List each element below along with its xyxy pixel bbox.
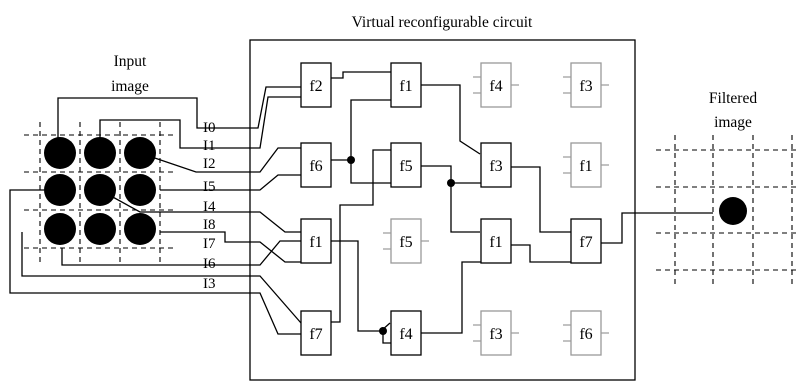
function-cell-r1-c4: f3	[563, 62, 609, 108]
input-pixel-r3-c2	[84, 213, 116, 245]
function-cell-r2-c4: f1	[563, 142, 609, 188]
function-label: f3	[579, 78, 592, 95]
function-cell-r2-c1: f6	[300, 142, 332, 188]
input-label-i5: I5	[203, 179, 216, 195]
input-pixel-r2-c2	[84, 174, 116, 206]
function-label: f1	[399, 78, 412, 95]
function-label: f7	[579, 234, 592, 251]
input-pixel-r2-c1	[44, 174, 76, 206]
function-label: f6	[309, 158, 322, 175]
input-pixel-r1-c3	[124, 137, 156, 169]
function-label: f4	[399, 326, 412, 343]
input-pixel-r1-c2	[84, 137, 116, 169]
function-label: f4	[489, 78, 502, 95]
junction-dots	[347, 156, 455, 335]
function-cell-r2-c3: f3	[480, 142, 512, 188]
function-cell-r2-c2: f5	[390, 142, 422, 188]
function-cell-r4-c3: f3	[473, 310, 519, 356]
input-label-i3: I3	[203, 276, 216, 292]
function-cell-r4-c1: f7	[300, 310, 332, 356]
input-pixel-r3-c3	[124, 213, 156, 245]
function-label: f2	[309, 78, 322, 95]
input-pixel-r2-c3	[124, 174, 156, 206]
function-label: f6	[579, 326, 592, 343]
input-label-i6: I6	[203, 256, 216, 272]
circuit-title: Virtual reconfigurable circuit	[352, 14, 533, 31]
input-label-i1: I1	[203, 138, 216, 154]
function-cell-r1-c3: f4	[473, 62, 519, 108]
function-label: f5	[399, 158, 412, 175]
function-cell-r1-c1: f2	[300, 62, 332, 108]
function-label: f1	[579, 158, 592, 175]
input-image-title-line1: Input	[114, 53, 147, 70]
function-label: f3	[489, 326, 502, 343]
function-cell-r3-c3: f1	[480, 218, 512, 264]
input-pixel-r3-c1	[44, 213, 76, 245]
function-label: f7	[309, 326, 322, 343]
circuit-boundary	[249, 39, 636, 381]
function-label: f3	[489, 158, 502, 175]
function-cell-r1-c2: f1	[390, 62, 422, 108]
function-cell-r3-c2: f5	[383, 218, 429, 264]
function-cell-r3-c4: f7	[570, 218, 602, 264]
function-label: f1	[489, 234, 502, 251]
input-image-title-line2: image	[111, 78, 149, 95]
filtered-image-title-line2: image	[714, 114, 752, 131]
function-label: f5	[399, 234, 412, 251]
function-cell-r4-c4: f6	[563, 310, 609, 356]
input-label-i7: I7	[203, 236, 216, 252]
input-label-i8: I8	[203, 217, 216, 233]
filtered-image-grid	[656, 135, 797, 285]
function-cell-r3-c1: f1	[300, 218, 332, 264]
function-cell-r4-c2: f4	[390, 310, 422, 356]
function-label: f1	[309, 234, 322, 251]
filtered-pixel-center	[719, 197, 747, 225]
input-label-i2: I2	[203, 156, 216, 172]
filtered-image-title-line1: Filtered	[709, 90, 757, 107]
connection-wires	[9, 71, 713, 344]
input-label-i0: I0	[203, 120, 216, 136]
input-label-i4: I4	[203, 199, 216, 215]
input-pixel-r1-c1	[44, 137, 76, 169]
